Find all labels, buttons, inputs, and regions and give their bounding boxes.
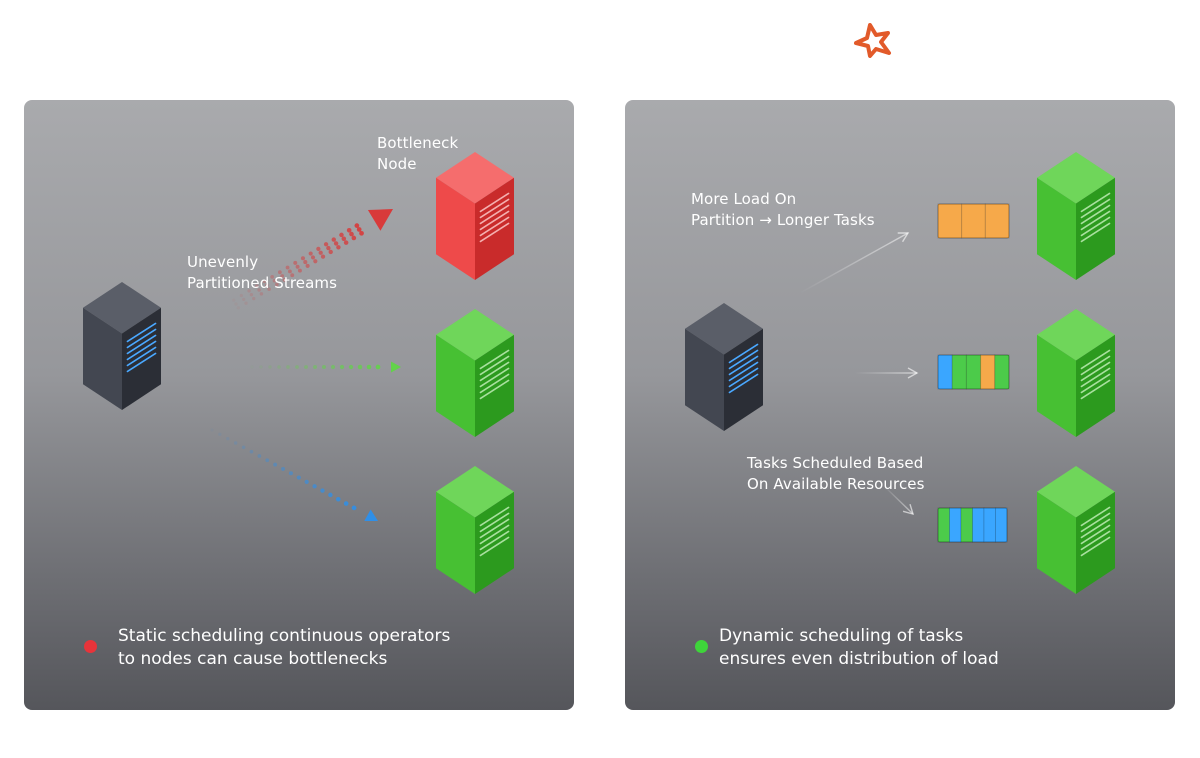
task-block-orange: [984, 203, 1010, 239]
task-queue: [937, 354, 1010, 390]
task-dispatch-arrow: [882, 484, 915, 516]
task-block-green: [951, 354, 967, 390]
bottleneck-node-label: Bottleneck Node: [377, 133, 458, 175]
task-block-orange: [980, 354, 996, 390]
task-queue: [937, 203, 1010, 239]
task-block-blue: [937, 354, 953, 390]
worker-server-icon: [436, 466, 514, 594]
task-block-green: [937, 507, 950, 543]
legend-text-line: Dynamic scheduling of tasks: [719, 626, 964, 646]
static-scheduling-diagram: [83, 152, 514, 594]
worker-server-icon: [436, 309, 514, 437]
load-label-line: Partition → Longer Tasks: [691, 211, 875, 229]
streams-label-line: Partitioned Streams: [187, 274, 338, 292]
task-block-green: [960, 507, 973, 543]
legend-green-dot: [695, 640, 708, 653]
task-block-orange: [961, 203, 986, 239]
more-load-label: More Load On Partition → Longer Tasks: [691, 189, 875, 231]
task-block-green: [965, 354, 982, 390]
uneven-stream-arrow-green: [250, 361, 401, 373]
bottleneck-label-line: Node: [377, 155, 417, 173]
worker-server-icon: [1037, 152, 1115, 280]
task-block-blue: [949, 507, 962, 543]
uneven-streams-label: Unevenly Partitioned Streams: [187, 252, 337, 294]
task-block-blue: [972, 507, 985, 543]
tasks-scheduled-label: Tasks Scheduled Based On Available Resou…: [747, 453, 925, 495]
tasks-label-line: Tasks Scheduled Based: [747, 454, 924, 472]
source-server-icon: [83, 282, 161, 410]
legend-red-dot: [84, 640, 97, 653]
streams-label-line: Unevenly: [187, 253, 259, 271]
dynamic-scheduling-panel: More Load On Partition → Longer Tasks Ta…: [625, 100, 1175, 710]
task-queue: [937, 507, 1008, 543]
task-block-blue: [995, 507, 1008, 543]
task-block-blue: [983, 507, 996, 543]
worker-server-icon: [1037, 309, 1115, 437]
bottleneck-label-line: Bottleneck: [377, 134, 459, 152]
dynamic-scheduling-diagram: [685, 152, 1115, 594]
tasks-label-line: On Available Resources: [747, 475, 925, 493]
static-scheduling-panel: Bottleneck Node Unevenly Partitioned Str…: [24, 100, 574, 710]
spark-star-icon: [850, 22, 896, 58]
source-server-icon: [685, 303, 763, 431]
legend-text-line: ensures even distribution of load: [719, 649, 999, 669]
task-block-orange: [937, 203, 963, 239]
uneven-stream-arrow-blue: [210, 428, 378, 522]
legend-text-line: to nodes can cause bottlenecks: [118, 649, 388, 669]
worker-server-icon: [1037, 466, 1115, 594]
task-dispatch-arrow: [799, 232, 910, 294]
legend-text-line: Static scheduling continuous operators: [118, 626, 451, 646]
task-block-green: [994, 354, 1010, 390]
load-label-line: More Load On: [691, 190, 797, 208]
task-dispatch-arrow: [855, 367, 919, 379]
uneven-stream-arrow-red: [232, 209, 393, 310]
